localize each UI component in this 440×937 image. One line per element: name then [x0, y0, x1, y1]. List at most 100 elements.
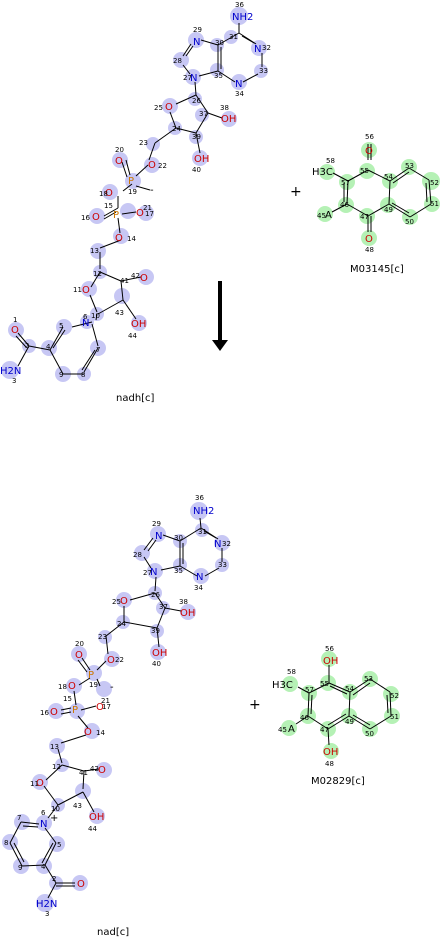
nad-o17-label: O: [96, 702, 104, 713]
svg-text:36: 36: [235, 1, 244, 9]
svg-text:43: 43: [115, 309, 124, 317]
svg-text:3: 3: [45, 910, 49, 918]
m02829-name: M02829[c]: [311, 776, 365, 787]
svg-text:1: 1: [13, 316, 17, 324]
svg-text:51: 51: [430, 200, 439, 208]
svg-text:47: 47: [320, 726, 329, 734]
m02829-oh56-label: OH: [323, 656, 338, 667]
nadh-p19-label: P: [128, 176, 134, 187]
nad-o14-label: O: [84, 727, 92, 738]
nadh-n27-label: N: [190, 73, 197, 84]
plus-sign-products: +: [249, 697, 261, 713]
svg-text:44: 44: [128, 332, 137, 340]
nad-n32-label: N: [214, 539, 221, 550]
svg-text:24: 24: [117, 620, 126, 628]
nadh-oh40-label: OH: [194, 154, 209, 165]
nadh-o22-label: O: [148, 160, 156, 171]
nadh-name: nadh[c]: [116, 393, 155, 404]
nad-oh40-label: OH: [152, 648, 167, 659]
nadh-neg19: -: [150, 185, 154, 196]
svg-text:11: 11: [30, 780, 39, 788]
svg-text:38: 38: [179, 598, 188, 606]
svg-text:55: 55: [320, 680, 329, 688]
nadh-n6-label: N: [82, 318, 89, 329]
svg-text:46: 46: [300, 714, 309, 722]
svg-text:12: 12: [93, 270, 102, 278]
svg-text:58: 58: [287, 668, 296, 676]
svg-text:17: 17: [102, 703, 111, 711]
m03145-o56-label: O: [365, 146, 373, 157]
svg-text:18: 18: [58, 683, 67, 691]
svg-text:32: 32: [222, 540, 231, 548]
svg-text:30: 30: [174, 534, 183, 542]
svg-text:48: 48: [365, 246, 374, 254]
svg-text:23: 23: [98, 633, 107, 641]
nad-o42-label: O: [98, 765, 106, 776]
svg-text:34: 34: [194, 584, 203, 592]
svg-text:41: 41: [79, 769, 88, 777]
svg-text:29: 29: [152, 520, 161, 528]
nad-n29-label: N: [155, 531, 162, 542]
svg-text:5: 5: [57, 841, 61, 849]
nad-oh44-label: OH: [89, 812, 104, 823]
svg-text:29: 29: [193, 26, 202, 34]
svg-text:13: 13: [50, 743, 59, 751]
nadh-o18-label: O: [105, 188, 113, 199]
svg-text:43: 43: [73, 802, 82, 810]
svg-text:27: 27: [183, 74, 192, 82]
nad-structure: NH2 N N N N O OH OH O O P O - O P O O O …: [2, 494, 231, 937]
svg-text:21: 21: [101, 697, 110, 705]
nad-o1-label: O: [77, 879, 85, 890]
svg-text:45: 45: [278, 726, 287, 734]
m02829-methyl-label: H3C: [272, 680, 293, 691]
nadh-oh44-label: OH: [131, 319, 146, 330]
svg-text:52: 52: [390, 692, 399, 700]
m03145-name: M03145[c]: [350, 264, 404, 275]
svg-text:4: 4: [41, 863, 46, 871]
svg-text:15: 15: [63, 695, 72, 703]
svg-text:51: 51: [390, 713, 399, 721]
nad-p19-label: P: [88, 670, 94, 681]
svg-text:52: 52: [430, 179, 439, 187]
svg-text:9: 9: [59, 371, 63, 379]
svg-text:34: 34: [235, 90, 244, 98]
svg-text:35: 35: [214, 72, 223, 80]
plus-sign-reactants: +: [290, 184, 302, 200]
svg-text:49: 49: [345, 718, 354, 726]
nad-o20-label: O: [75, 650, 83, 661]
nad-pos-charge: +: [50, 813, 58, 824]
svg-text:28: 28: [173, 57, 182, 65]
m03145-methyl-label: H3C: [312, 167, 333, 178]
svg-text:42: 42: [131, 272, 140, 280]
svg-text:35: 35: [174, 567, 183, 575]
svg-text:10: 10: [51, 805, 60, 813]
nad-oh38-label: OH: [180, 608, 195, 619]
m02829-a-label: A: [288, 724, 295, 735]
svg-text:26: 26: [192, 97, 201, 105]
svg-text:28: 28: [133, 551, 142, 559]
svg-text:17: 17: [145, 210, 154, 218]
svg-text:49: 49: [384, 206, 393, 214]
nadh-structure: NH2 N N N N O OH OH O O P O - O P O O O …: [0, 1, 271, 404]
svg-text:8: 8: [81, 371, 85, 379]
svg-text:25: 25: [112, 598, 121, 606]
svg-text:36: 36: [195, 494, 204, 502]
svg-text:57: 57: [341, 179, 350, 187]
svg-text:12: 12: [52, 763, 61, 771]
svg-text:56: 56: [325, 645, 334, 653]
svg-text:20: 20: [115, 146, 124, 154]
svg-text:31: 31: [198, 528, 207, 536]
svg-text:48: 48: [325, 760, 334, 768]
nad-p15-label: P: [72, 705, 78, 716]
svg-text:42: 42: [90, 765, 99, 773]
svg-text:25: 25: [154, 104, 163, 112]
svg-text:32: 32: [262, 44, 271, 52]
nad-name: nad[c]: [97, 927, 129, 937]
nad-o16-label: O: [50, 707, 58, 718]
svg-text:37: 37: [199, 110, 208, 118]
svg-text:33: 33: [259, 67, 268, 75]
nad-neg19: -: [110, 682, 114, 693]
